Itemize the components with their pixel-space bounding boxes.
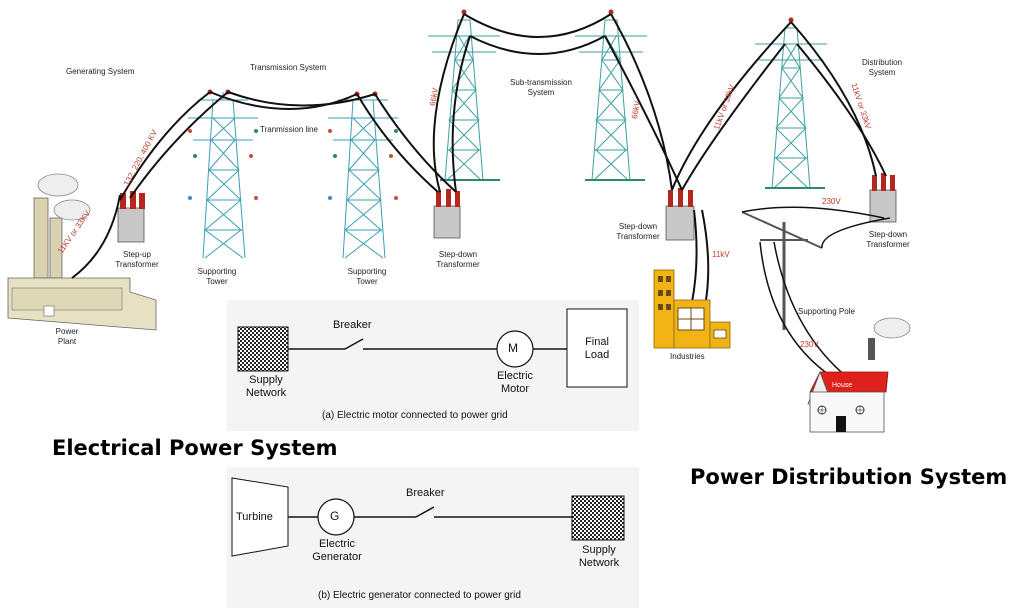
electric-motor-label: Electric Motor bbox=[496, 370, 534, 395]
distribution-tower bbox=[755, 27, 827, 189]
sub-transmission-tower-2 bbox=[575, 19, 647, 181]
industries-icon bbox=[653, 269, 731, 349]
schematic-a-graphics bbox=[237, 308, 628, 388]
electrical-power-system-title: Electrical Power System bbox=[52, 436, 338, 460]
sub-transmission-system-label: Sub-transmission System bbox=[510, 78, 572, 97]
step-down-transformer-3-icon bbox=[869, 173, 897, 223]
power-distribution-system-title: Power Distribution System bbox=[690, 465, 1008, 489]
schematic-b-graphics bbox=[231, 477, 625, 557]
step-down-transformer-2-label: Step-down Transformer bbox=[616, 222, 660, 241]
step-down-transformer-2-icon bbox=[665, 188, 695, 241]
schematic-b-panel bbox=[227, 467, 639, 608]
step-down-transformer-1-icon bbox=[433, 189, 461, 239]
step-up-transformer-icon bbox=[117, 191, 145, 243]
power-lines bbox=[71, 13, 887, 303]
final-load-label: Final Load bbox=[584, 336, 610, 361]
generator-symbol-label: G bbox=[330, 509, 340, 523]
step-down-transformer-3-label: Step-down Transformer bbox=[866, 230, 910, 249]
breaker-a-symbol bbox=[344, 338, 364, 350]
generating-system-label: Generating System bbox=[66, 67, 135, 76]
step-up-transformer-label: Step-up Transformer bbox=[115, 250, 159, 269]
supporting-pole-icon bbox=[741, 206, 891, 383]
transmission-tower-2 bbox=[328, 99, 398, 259]
supporting-pole-label: Supporting Pole bbox=[798, 307, 855, 316]
voltage-industry-feed: 11kV bbox=[712, 250, 730, 259]
supporting-tower-1-label: Supporting Tower bbox=[197, 267, 237, 286]
electric-generator-label: Electric Generator bbox=[312, 538, 362, 563]
house-icon bbox=[807, 317, 911, 433]
power-plant-label: Power Plant bbox=[55, 327, 79, 346]
supply-network-b-symbol bbox=[571, 495, 625, 541]
supporting-tower-2-label: Supporting Tower bbox=[347, 267, 387, 286]
motor-symbol-label: M bbox=[508, 341, 518, 355]
transmission-line-label: Tranmission line bbox=[260, 125, 318, 134]
schematic-a-caption: (a) Electric motor connected to power gr… bbox=[322, 410, 508, 421]
final-load-box bbox=[566, 308, 628, 388]
supply-network-b-label: Supply Network bbox=[578, 544, 620, 569]
breaker-b-symbol bbox=[415, 506, 435, 518]
power-plant-icon bbox=[7, 173, 157, 331]
breaker-a-label: Breaker bbox=[333, 319, 372, 331]
industries-label: Industries bbox=[670, 352, 705, 361]
turbine-symbol bbox=[231, 477, 289, 557]
supply-network-a-symbol bbox=[237, 326, 289, 372]
house-label: House bbox=[832, 382, 853, 389]
breaker-b-label: Breaker bbox=[406, 487, 445, 499]
voltage-pole-secondary: 230V bbox=[822, 197, 841, 206]
step-down-transformer-1-label: Step-down Transformer bbox=[436, 250, 480, 269]
schematic-b-caption: (b) Electric generator connected to powe… bbox=[318, 590, 521, 601]
transmission-system-label: Transmission System bbox=[250, 63, 327, 72]
sub-transmission-tower-1 bbox=[428, 19, 500, 181]
transmission-tower-1 bbox=[188, 92, 258, 259]
supply-network-a-label: Supply Network bbox=[245, 374, 287, 399]
voltage-house-feed: 230V bbox=[800, 340, 819, 349]
sub-tower-tips bbox=[461, 9, 794, 23]
turbine-label: Turbine bbox=[236, 511, 273, 523]
distribution-system-label: Distribution System bbox=[862, 58, 903, 77]
